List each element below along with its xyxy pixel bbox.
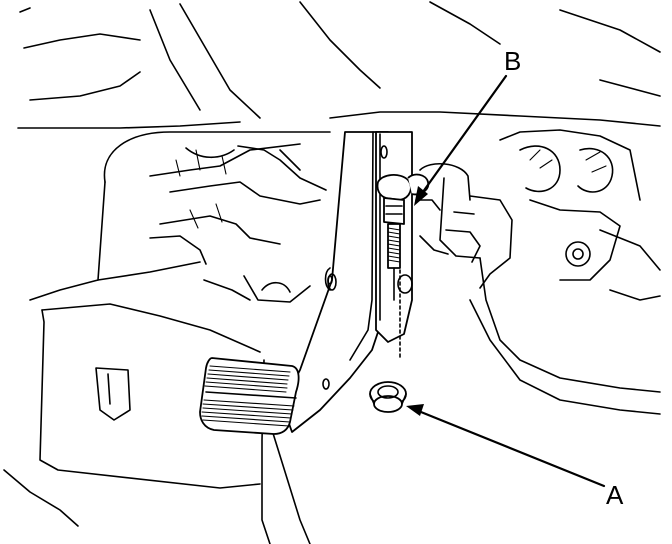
right-side-components	[415, 129, 661, 415]
leader-line-a	[406, 404, 606, 488]
pedal-cushion-a	[369, 381, 407, 413]
leader-line-b	[414, 74, 508, 206]
stop-switch-b	[376, 173, 430, 361]
label-b: B	[504, 46, 521, 76]
background-components	[149, 143, 327, 303]
dashboard-outline	[17, 1, 661, 129]
pedal-pad	[199, 357, 300, 435]
label-a: A	[606, 480, 624, 510]
knee-panel	[3, 131, 331, 544]
